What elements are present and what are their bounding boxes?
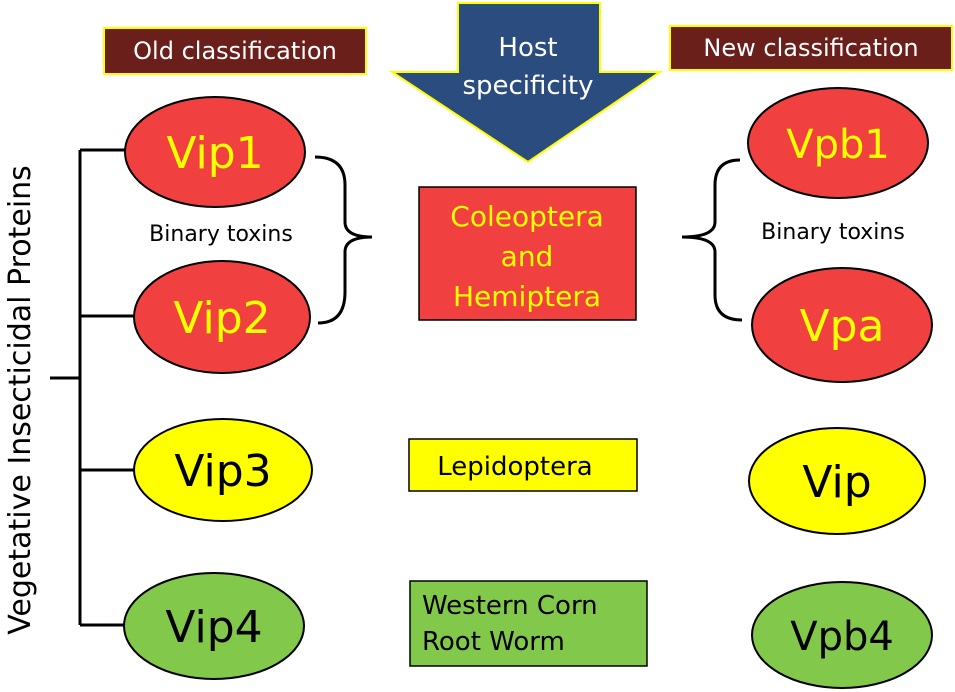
vpb1-label: Vpb1 <box>786 122 890 168</box>
new-classification-title: New classification <box>703 34 918 62</box>
vip1-label: Vip1 <box>166 128 263 179</box>
vpa-label: Vpa <box>800 301 885 352</box>
old-classification-box <box>103 27 367 75</box>
old-binary-brace <box>314 155 373 325</box>
lepidoptera-label: Lepidoptera <box>437 452 592 482</box>
arrow-label-line1: Host <box>498 33 557 63</box>
old-classification-title: Old classification <box>133 37 337 65</box>
arrow-label-line2: specificity <box>462 71 593 101</box>
vpa-ellipse <box>751 267 933 383</box>
wcrw-line1: Western Corn <box>422 591 598 621</box>
western-corn-root-worm-box <box>409 580 648 667</box>
axis-label: Vegetative Insecticidal Proteins <box>3 165 38 635</box>
coleoptera-line2: and <box>501 240 554 273</box>
old-binary-toxins-label: Binary toxins <box>149 222 293 247</box>
vip3-label: Vip3 <box>174 446 271 497</box>
wcrw-line2: Root Worm <box>422 627 565 657</box>
tree-connectors <box>50 148 136 627</box>
vip2-label: Vip2 <box>173 293 270 344</box>
vip1-ellipse <box>124 96 306 208</box>
vpb1-ellipse <box>747 87 929 199</box>
coleoptera-hemiptera-box <box>418 186 637 321</box>
new-binary-toxins-label: Binary toxins <box>761 220 905 245</box>
new-classification-box <box>669 25 953 71</box>
coleoptera-line3: Hemiptera <box>453 280 601 313</box>
vip4-label: Vip4 <box>165 602 262 653</box>
vpb4-ellipse <box>751 581 933 689</box>
vip3-ellipse <box>133 418 313 522</box>
host-specificity-arrow <box>388 2 664 164</box>
coleoptera-line1: Coleoptera <box>450 200 603 233</box>
new-binary-brace <box>681 158 743 322</box>
lepidoptera-box <box>408 438 638 492</box>
vip2-ellipse <box>133 260 311 374</box>
vip-label: Vip <box>802 457 871 508</box>
vip-ellipse <box>748 427 926 535</box>
vpb4-label: Vpb4 <box>790 614 894 660</box>
vip4-ellipse <box>123 572 305 680</box>
